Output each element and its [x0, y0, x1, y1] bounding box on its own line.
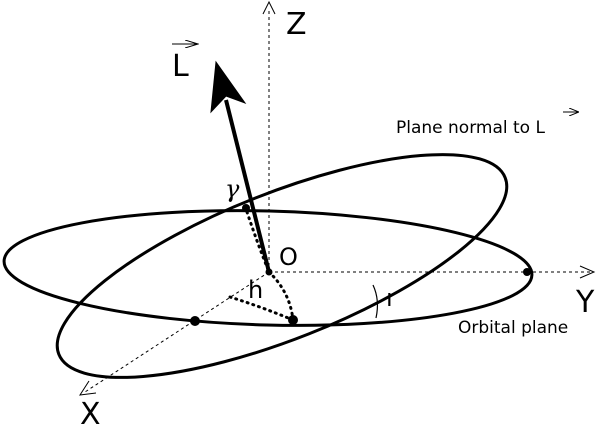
node-point [288, 315, 298, 325]
orbital-plane-caption: Orbital plane [458, 318, 568, 338]
inclination-arc [372, 284, 379, 319]
x-axis-label: X [80, 397, 101, 429]
y-axis-arrowhead [579, 265, 596, 279]
l-vector-shaft [224, 99, 271, 273]
z-axis-arrowhead [262, 0, 276, 15]
gamma-dotted-arc [245, 210, 271, 274]
h-dotted-arc [228, 295, 295, 322]
left-intersection-point [190, 316, 200, 326]
l-vector-label: L [172, 49, 189, 84]
gamma-label: γ [225, 175, 240, 203]
plane-normal-caption: Plane normal to L [396, 118, 545, 138]
h-angle-label: h [248, 276, 263, 304]
x-axis-line [84, 271, 270, 393]
node-dotted-line [267, 270, 295, 322]
z-axis-label: Z [286, 7, 307, 42]
inclination-label: ı [386, 284, 393, 312]
orbital-plane-ellipse [55, 153, 509, 379]
plane-normal-ellipse [2, 209, 534, 327]
y-intersection-point [523, 268, 531, 276]
x-axis-arrowhead [79, 380, 97, 396]
gamma-point [242, 204, 250, 212]
origin-label: O [279, 243, 298, 271]
y-axis-label: Y [575, 285, 595, 320]
origin-point [265, 268, 273, 276]
l-vector-arrowhead [210, 60, 247, 114]
